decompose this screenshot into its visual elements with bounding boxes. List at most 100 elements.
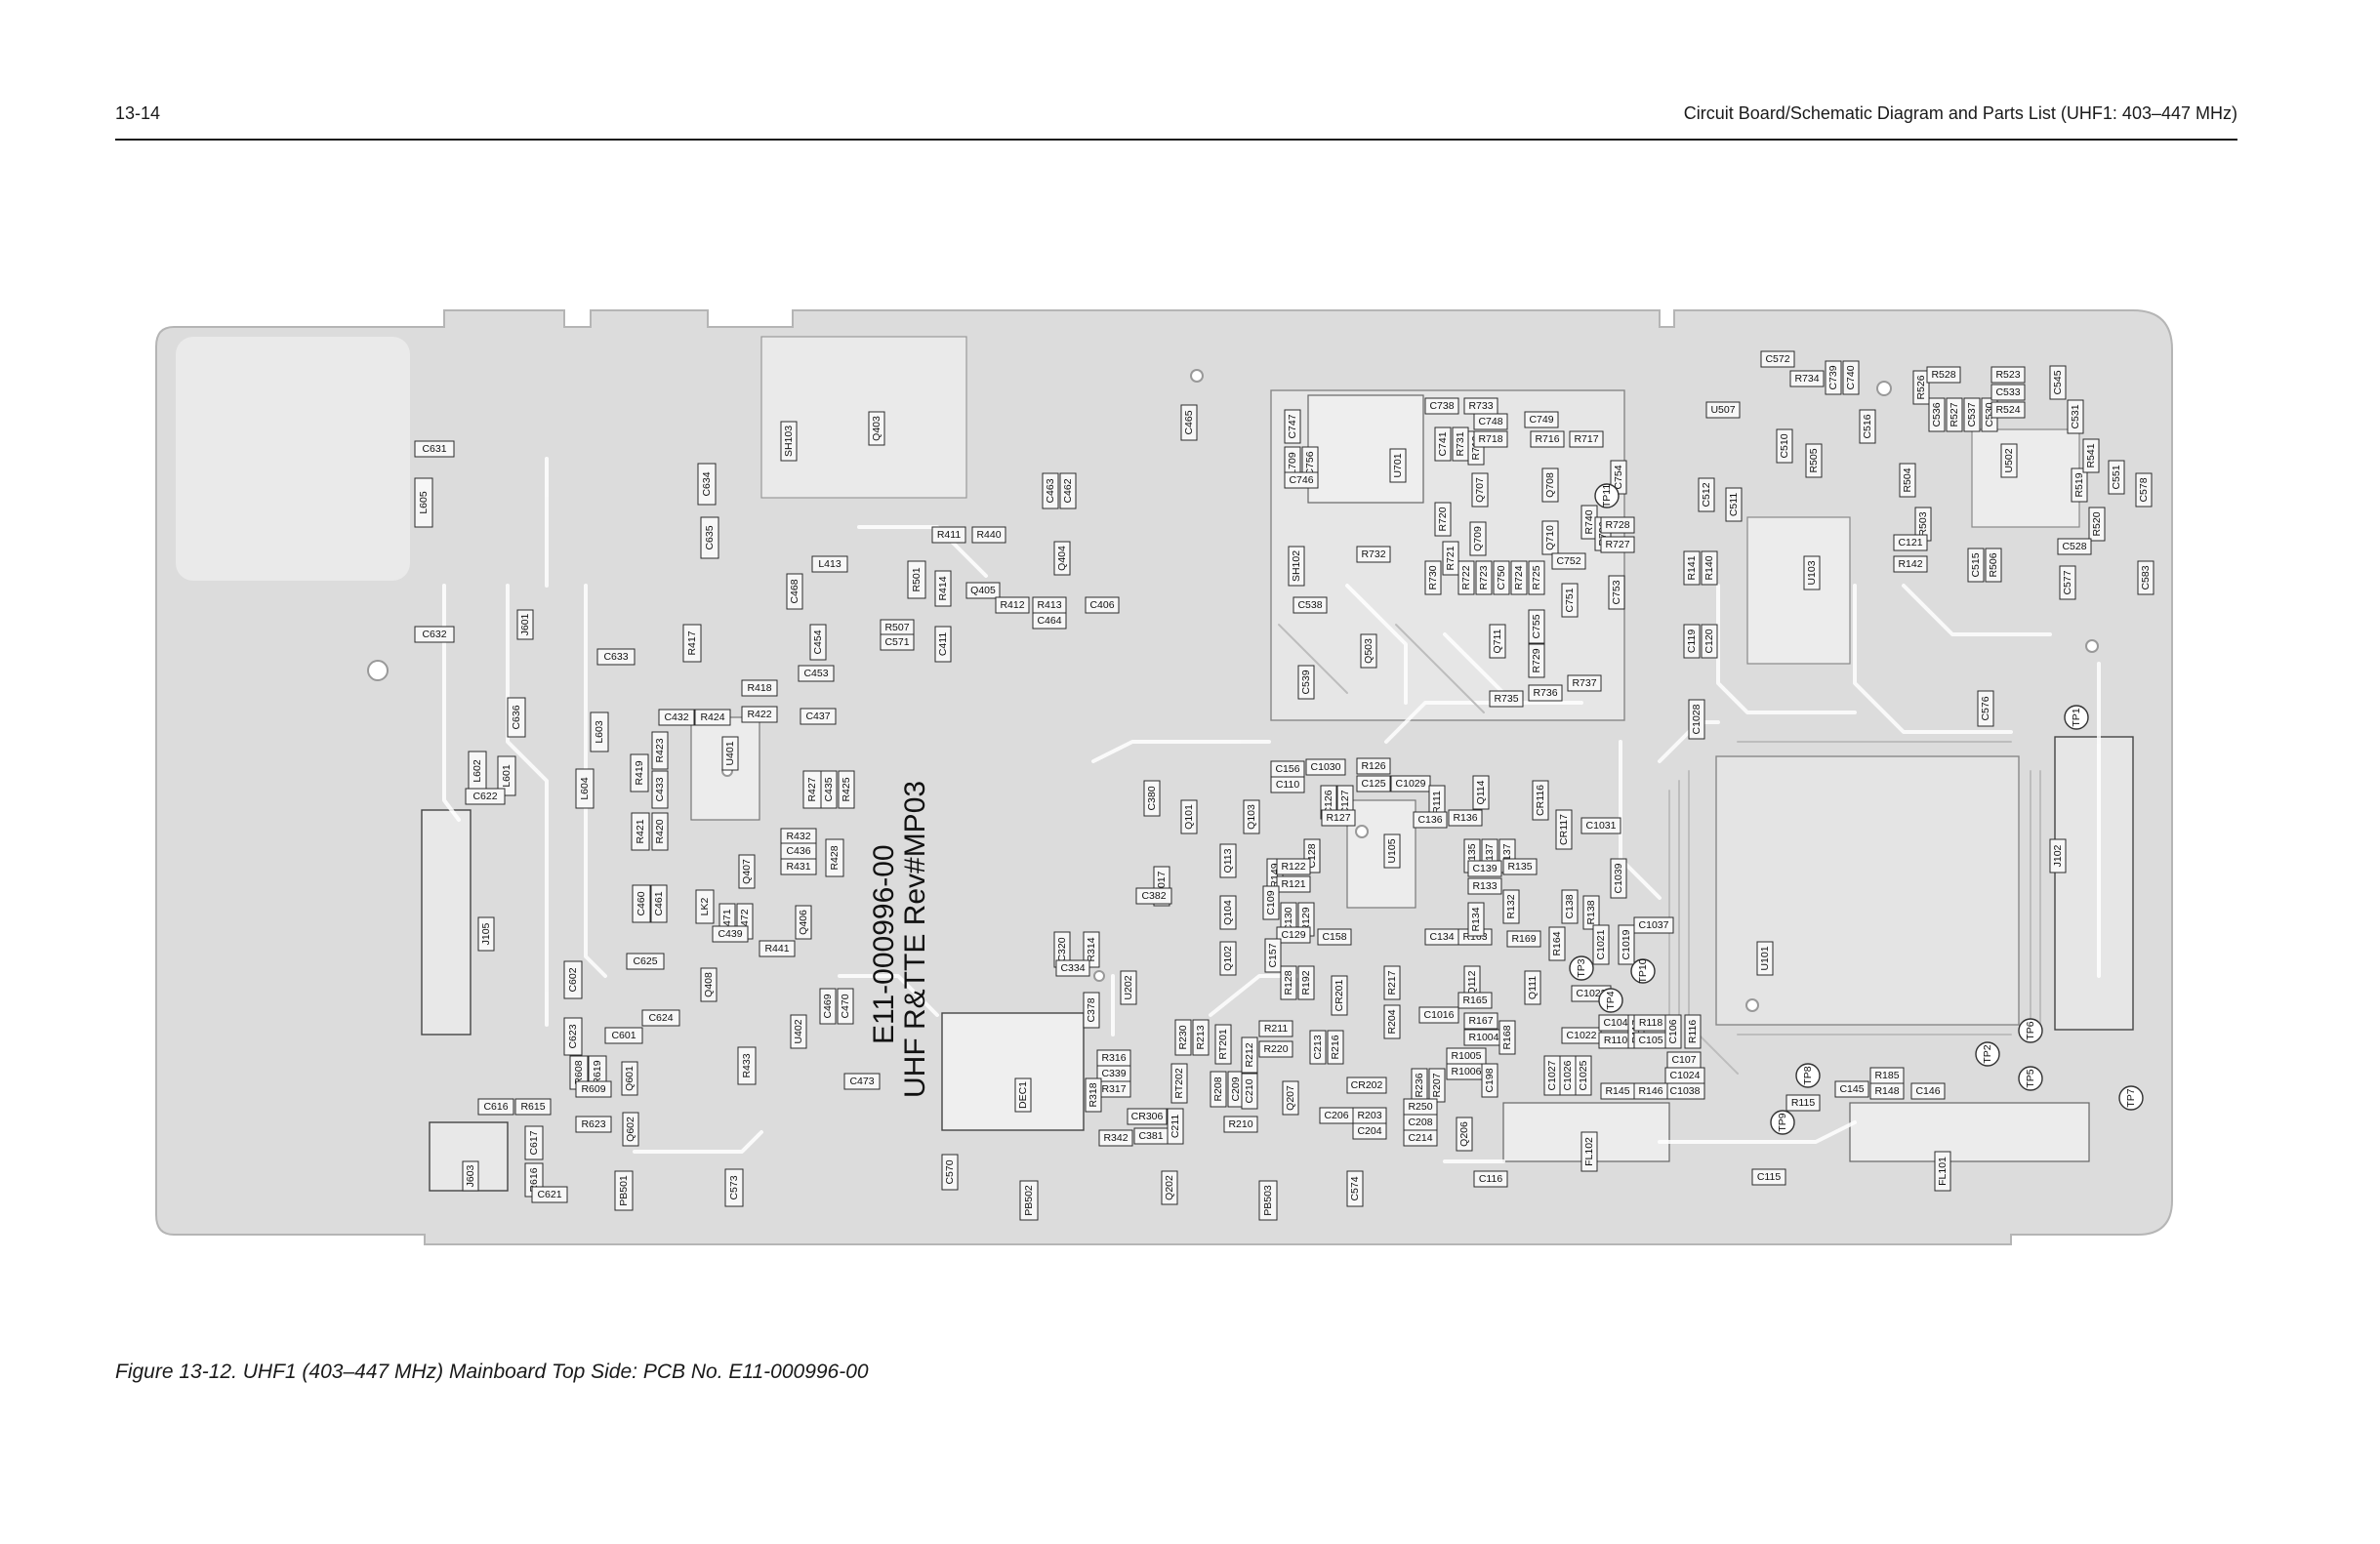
component-r192: R192 <box>1297 965 1315 1000</box>
component-label: C158 <box>1322 931 1346 943</box>
component-outline <box>1977 690 1994 727</box>
component-r524: R524 <box>1990 401 2026 419</box>
component-label: R421 <box>635 819 646 843</box>
component-outline <box>1701 624 1718 659</box>
component-outline <box>1600 536 1635 553</box>
component-outline <box>1990 384 2026 401</box>
component-label: C107 <box>1671 1054 1696 1066</box>
test-point-tp11: TP11 <box>1594 483 1620 508</box>
component-outline <box>780 858 817 875</box>
component-label: Q405 <box>970 585 996 596</box>
component-outline <box>1457 992 1493 1009</box>
component-c210: C210 <box>1241 1073 1258 1110</box>
component-r722: R722 <box>1457 560 1475 595</box>
component-c454: C454 <box>809 624 827 661</box>
component-label: R441 <box>764 943 789 955</box>
component-label: C129 <box>1281 929 1305 941</box>
component-outline <box>1475 560 1493 595</box>
component-q202: Q202 <box>1161 1170 1178 1205</box>
component-label: C146 <box>1915 1085 1940 1097</box>
component-label: C515 <box>1970 552 1982 577</box>
component-label: R411 <box>937 529 961 541</box>
component-j105: J105 <box>477 916 495 952</box>
component-cr201: CR201 <box>1331 975 1348 1016</box>
component-outline <box>741 679 778 697</box>
component-outline <box>1548 926 1566 961</box>
component-c211: C211 <box>1167 1108 1184 1145</box>
component-label: R427 <box>806 777 818 801</box>
component-c146: C146 <box>1910 1082 1946 1100</box>
component-label: R148 <box>1874 1085 1899 1097</box>
component-r736: R736 <box>1528 684 1563 702</box>
component-outline <box>1442 541 1459 576</box>
component-outline <box>1258 1020 1293 1037</box>
component-label: C439 <box>718 928 742 940</box>
component-r169: R169 <box>1506 930 1541 948</box>
component-pb503: PB503 <box>1258 1180 1278 1221</box>
test-point-tp2: TP2 <box>1975 1041 2000 1067</box>
component-outline <box>965 582 1001 599</box>
component-outline <box>2049 838 2067 874</box>
component-outline <box>1493 560 1510 595</box>
component-outline <box>514 1098 552 1116</box>
test-point-label: TP6 <box>2025 1021 2036 1039</box>
component-label: R1006 <box>1452 1066 1482 1077</box>
component-r230: R230 <box>1174 1019 1192 1056</box>
component-c636: C636 <box>507 697 526 738</box>
component-label: L601 <box>501 764 513 788</box>
component-outline <box>1592 924 1610 965</box>
component-outline <box>682 624 702 663</box>
component-label: R169 <box>1511 933 1536 945</box>
component-outline <box>462 1160 479 1192</box>
component-label: C741 <box>1437 431 1449 456</box>
component-c624: C624 <box>641 1009 680 1027</box>
component-label: C473 <box>849 1076 874 1087</box>
component-outline <box>798 665 835 682</box>
component-u507: U507 <box>1705 401 1741 419</box>
component-outline <box>1760 350 1795 368</box>
component-label: R127 <box>1326 812 1350 824</box>
component-r217: R217 <box>1383 965 1401 1000</box>
component-outline <box>1270 776 1305 793</box>
component-label: C157 <box>1267 943 1279 967</box>
component-label: C126 <box>1323 790 1334 814</box>
component-outline <box>1309 1030 1327 1065</box>
component-r737: R737 <box>1567 674 1602 692</box>
component-label: R110 <box>1604 1035 1627 1046</box>
component-label: R432 <box>786 831 810 842</box>
component-label: C1021 <box>1595 929 1607 959</box>
component-outline <box>820 770 838 809</box>
component-c754: C754 <box>1610 460 1627 495</box>
component-label: C574 <box>1349 1176 1361 1200</box>
component-label: C119 <box>1686 630 1698 653</box>
component-outline <box>819 988 837 1025</box>
component-label: R167 <box>1468 1015 1493 1027</box>
component-label: R724 <box>1513 565 1525 589</box>
component-r527: R527 <box>1946 397 1963 432</box>
component-label: U502 <box>2003 448 2015 472</box>
component-c578: C578 <box>2135 472 2153 508</box>
component-outline <box>1633 1082 1668 1100</box>
component-label: C576 <box>1980 696 1991 720</box>
component-c545: C545 <box>2049 365 2067 400</box>
component-outline <box>2067 399 2084 434</box>
component-label: R504 <box>1902 467 1913 492</box>
component-c1022: C1022 <box>1561 1027 1602 1044</box>
component-r168: R168 <box>1498 1020 1516 1055</box>
component-outline <box>1360 633 1377 669</box>
component-r141: R141 <box>1683 550 1701 586</box>
component-outline <box>1963 397 1981 432</box>
component-label: R1005 <box>1452 1050 1482 1062</box>
component-label: C512 <box>1701 482 1712 507</box>
component-outline <box>1893 534 1928 551</box>
component-label: R134 <box>1470 907 1482 931</box>
component-outline <box>1448 809 1483 827</box>
component-label: R717 <box>1574 433 1598 445</box>
component-outline <box>809 624 827 661</box>
component-r716: R716 <box>1530 430 1565 448</box>
component-c158: C158 <box>1317 928 1352 946</box>
component-label: C572 <box>1765 353 1789 365</box>
component-label: C751 <box>1564 588 1576 612</box>
component-label: C213 <box>1312 1035 1324 1059</box>
